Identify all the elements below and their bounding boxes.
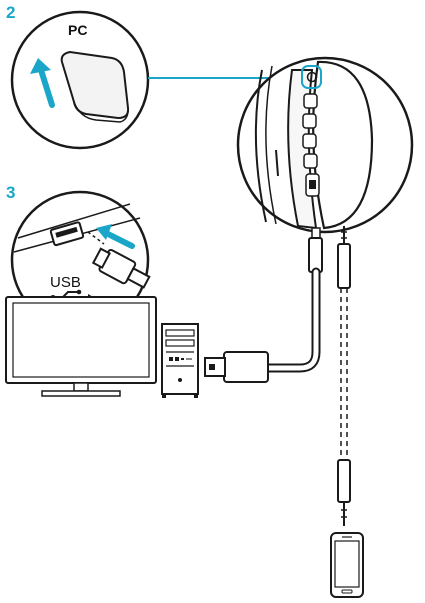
micro-usb-plug: [308, 237, 323, 273]
arrow-up-icon: [30, 58, 55, 108]
tower-pc: [161, 323, 199, 398]
arrow-left-icon: [96, 224, 135, 249]
smartphone: [330, 532, 364, 598]
usb-a-plug: [204, 351, 269, 383]
usb-label: USB: [50, 274, 81, 291]
pc-switch-callout: [10, 10, 150, 150]
g1-button: [302, 133, 317, 149]
g3-button: [303, 93, 318, 109]
usb-port: [49, 221, 85, 247]
usb-port-callout: [10, 190, 151, 330]
volume-button: [303, 153, 318, 169]
pc-label: PC: [68, 22, 88, 38]
usb-plug-insert: [91, 247, 151, 289]
headset-earcup-callout: [236, 56, 414, 234]
audio-plug-bottom: [337, 459, 351, 526]
audio-plug-top: [337, 243, 351, 289]
mode-switch-highlight: [301, 65, 322, 89]
g2-button: [302, 113, 317, 129]
computer-monitor: [5, 296, 157, 397]
step-number-3: 3: [6, 183, 16, 202]
step-number-2: 2: [6, 3, 16, 22]
usb-cable: [263, 267, 321, 373]
